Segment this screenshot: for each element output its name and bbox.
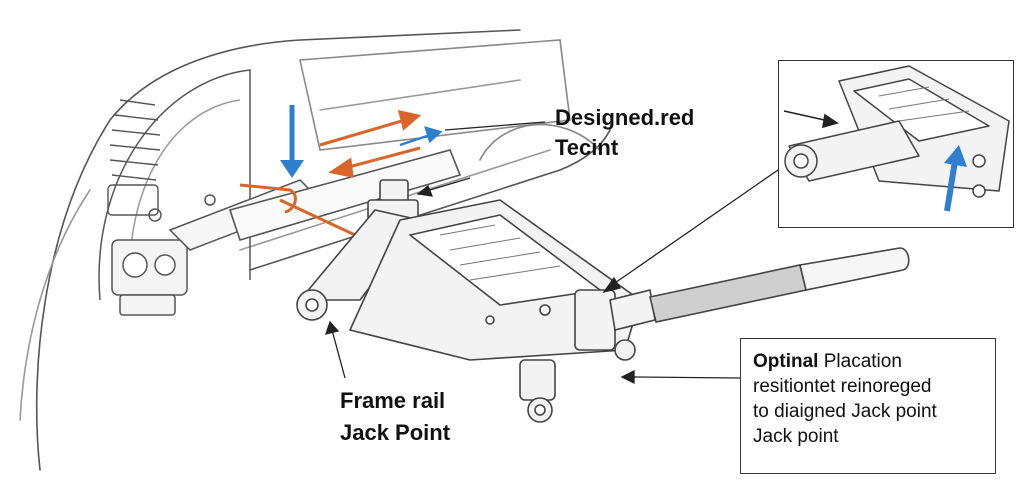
inset-detail — [778, 60, 1014, 228]
callout-line3: to diaigned Jack point — [753, 401, 937, 422]
callout-line2: resitiontet reinoreged — [753, 376, 932, 397]
callout-line4: Jack point — [753, 426, 839, 447]
designed-label: Designed.red Tecint — [555, 103, 694, 163]
jack-saddle-pointer — [416, 177, 471, 197]
frame-rail-label-line2: Jack Point — [340, 420, 451, 445]
inset-drawing — [783, 65, 1010, 212]
orange-arrow-right — [319, 110, 422, 147]
designed-label-line1: Designed.red — [555, 105, 695, 130]
frame-label-pointer — [325, 320, 346, 379]
blue-down-arrow — [280, 105, 304, 178]
callout-bold-word: Optinal — [753, 351, 819, 372]
top-label-pointer — [444, 121, 546, 131]
car-body — [19, 29, 611, 471]
inset-black-arrow — [783, 110, 839, 129]
inset-pointer — [602, 169, 779, 294]
designed-label-line2: Tecint — [555, 135, 619, 160]
callout-line1-rest: Placation — [823, 351, 902, 372]
frame-rail-label: Frame rail Jack Point — [340, 385, 450, 449]
orange-arrow-left — [328, 146, 421, 178]
jack-handle — [649, 247, 910, 323]
blue-arrow-right — [399, 126, 443, 147]
callout-pointer — [620, 369, 741, 385]
callout-box: Optinal Placation resitiontet reinoreged… — [740, 338, 996, 474]
floor-jack — [296, 179, 656, 423]
frame-rail-label-line1: Frame rail — [340, 388, 446, 413]
inset-blue-up-arrow — [944, 145, 967, 212]
wheel-hub — [111, 239, 188, 316]
callout-line1: Optinal Placation — [753, 349, 983, 374]
frame-rail — [228, 149, 462, 241]
suspension-spring — [107, 99, 161, 216]
orange-bracket — [239, 183, 356, 237]
